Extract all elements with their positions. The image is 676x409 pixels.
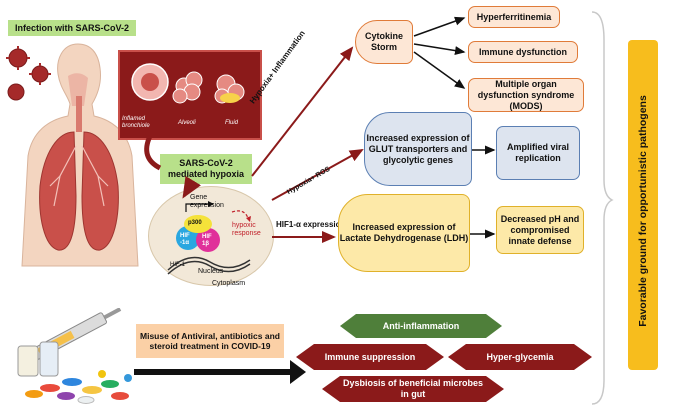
ldh-expression-box: Increased expression of Lactate Dehydrog… [338,194,470,272]
hif-beta-label: HIF 1β [202,234,212,247]
hif-complex-icon [167,201,251,275]
infection-label: Infection with SARS-CoV-2 [8,20,136,36]
cytoplasm-label: Cytoplasm [212,280,246,287]
virus-particles [6,46,51,101]
anti-inflammation-label: Anti-inflammation [382,320,460,331]
p300-label: p300 [188,220,202,226]
alveoli-label: Alveoli [178,120,196,126]
hyperferritinemia-box: Hyperferritinemia [468,6,560,28]
glut-expression-box: Increased expression of GLUT transporter… [364,112,472,186]
dysbiosis-label: Dysbiosis of beneficial microbes in gut [342,378,484,399]
alveoli-icon [131,63,245,104]
decreased-ph-box: Decreased pH and compromised innate defe… [496,206,584,254]
fluid-label: Fluid [225,120,239,126]
hif1-expression-label: HIF1-α expression [276,220,346,229]
viral-replication-box: Amplified viral replication [496,126,580,180]
hif-alpha-label: HIF -1α [180,233,190,246]
immune-suppression-label: Immune suppression [324,351,416,362]
mods-box: Multiple organ dysfunction syndrome (MOD… [468,78,584,112]
hyper-glycemia-label: Hyper-glycemia [486,351,554,362]
cytokine-storm-box: Cytokine Storm [355,20,413,64]
hif1-label: HIF-1 [170,262,185,268]
opportunistic-pathogens-banner [628,40,658,370]
human-lungs-illustration [21,43,139,267]
immune-dysfunction-box: Immune dysfunction [468,41,578,63]
misuse-treatment-box: Misuse of Antiviral, antibiotics and ste… [136,324,284,358]
hypoxic-response-label: hypoxic response [232,222,261,237]
hypoxia-label: SARS-CoV-2 mediated hypoxia [160,154,252,184]
medication-pills-illustration [17,308,132,404]
nucleus-label: Nucleus [198,268,224,275]
inflamed-bronchiole-label: Inflamed bronchiole [122,116,150,129]
